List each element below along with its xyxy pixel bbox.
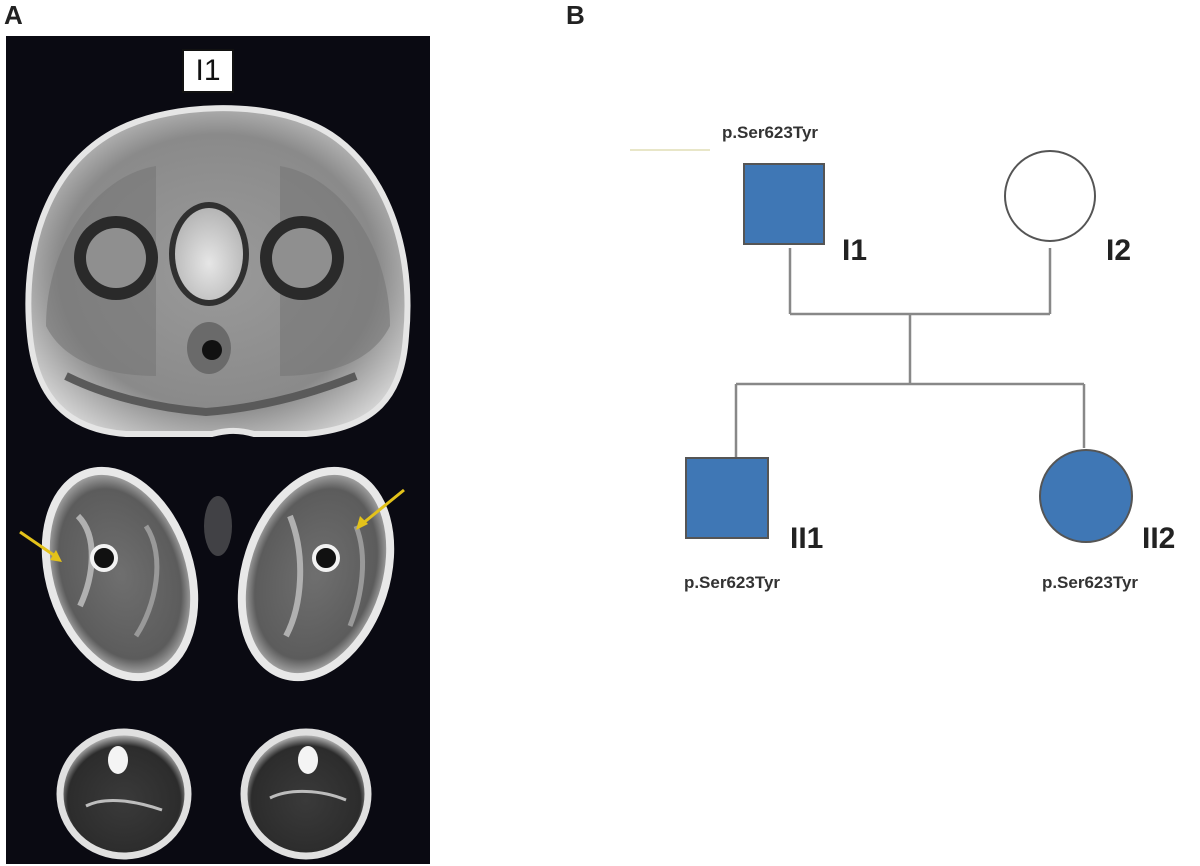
unaffected-female-symbol — [1004, 150, 1096, 242]
panel-a-label: A — [4, 0, 23, 30]
affected-female-symbol — [1039, 449, 1133, 543]
pedigree-member-i1: p.Ser623Tyr I1 — [722, 123, 867, 267]
affected-male-symbol — [743, 163, 825, 245]
id-label-ii1: II1 — [790, 522, 823, 555]
pedigree-lines — [734, 248, 1086, 458]
id-label-i2: I2 — [1106, 234, 1131, 267]
pedigree-member-ii2: II2 p.Ser623Tyr — [1039, 449, 1175, 592]
pedigree-member-i2: I2 — [1004, 150, 1131, 267]
pedigree-member-ii1: II1 p.Ser623Tyr — [684, 457, 823, 592]
mri-individual-label: I1 — [182, 49, 234, 93]
pedigree-chart: p.Ser623Tyr I1 I2 II1 p.Ser623Tyr II2 p.… — [630, 123, 1175, 592]
variant-label-ii2: p.Ser623Tyr — [1042, 573, 1138, 592]
mri-image — [6, 36, 430, 864]
affected-male-symbol — [685, 457, 769, 539]
id-label-i1: I1 — [842, 234, 867, 267]
variant-label-ii1: p.Ser623Tyr — [684, 573, 780, 592]
mri-pelvis-slice — [25, 105, 411, 437]
mri-calf-slices — [56, 728, 372, 860]
variant-label-i1: p.Ser623Tyr — [722, 123, 818, 142]
mri-thigh-slices — [19, 466, 405, 682]
id-label-ii2: II2 — [1142, 522, 1175, 555]
panel-b-label: B — [566, 0, 585, 30]
